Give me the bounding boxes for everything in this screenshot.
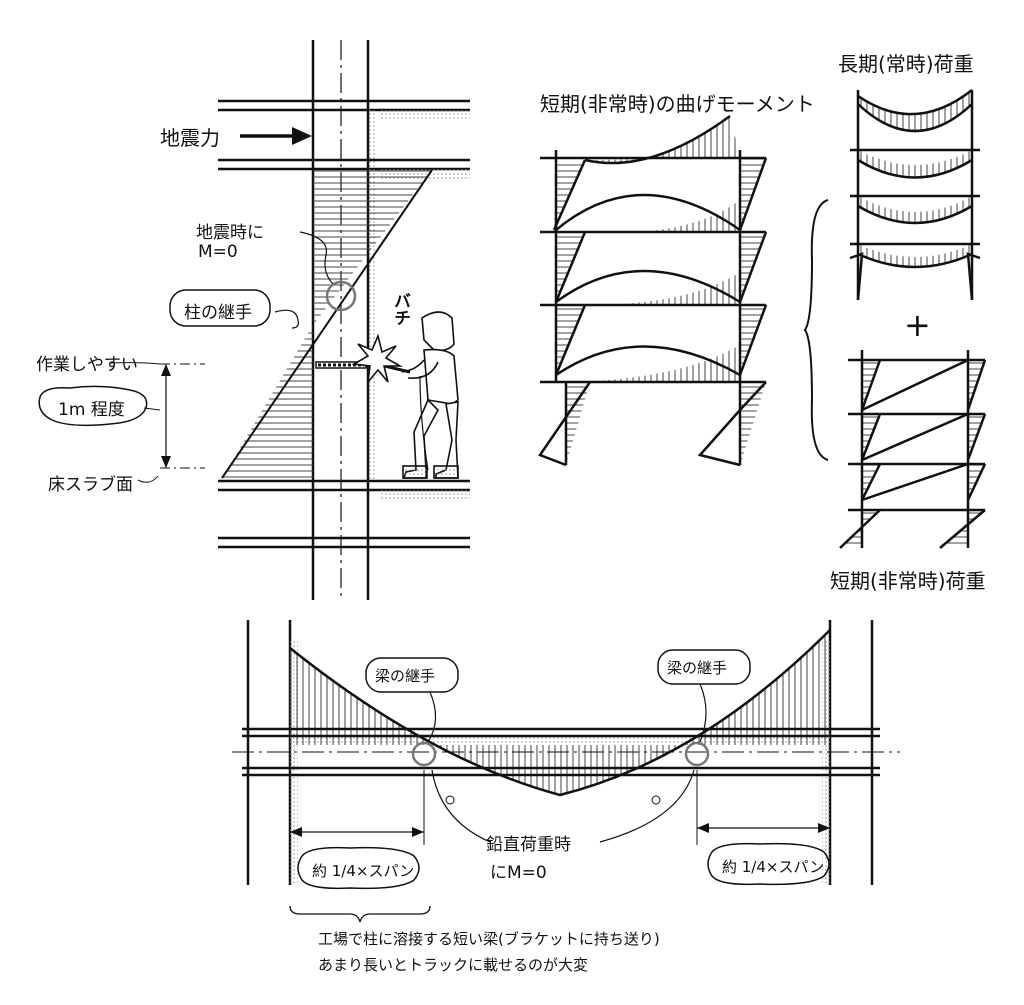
leader-line — [427, 691, 437, 743]
brace — [289, 905, 431, 923]
arrow-head — [292, 127, 312, 145]
zero-moment-circle — [325, 280, 357, 312]
callout-bubble — [297, 846, 420, 890]
brace — [803, 199, 829, 461]
height-label: 1m 程度 — [58, 400, 125, 420]
weld-spark — [351, 333, 404, 385]
frame-members — [540, 150, 766, 465]
short-term-load-label: 短期(非常時)荷重 — [830, 569, 986, 593]
frame-moment-hatch — [585, 116, 740, 164]
floor-slab-label: 床スラブ面 — [48, 475, 133, 495]
callout-bubble — [707, 842, 830, 886]
spark-sound-text: バチ — [390, 292, 410, 326]
leader-line — [431, 769, 491, 843]
span-label-left: 約 1/4×スパン — [312, 862, 415, 880]
beam-joint-label-right: 梁の継手 — [667, 659, 728, 677]
moment-line — [221, 169, 433, 479]
arrow-head — [412, 827, 424, 837]
beam-moment-hatch — [290, 630, 830, 795]
beam-joint-figure — [232, 620, 900, 923]
beam-shade — [290, 736, 830, 744]
floor-beams — [218, 99, 470, 549]
column-shade — [290, 640, 298, 885]
arrow-head — [161, 364, 171, 376]
zero-moment-label-line2: M=0 — [198, 242, 238, 262]
long-term-frame — [849, 89, 981, 301]
callout-bubble — [169, 289, 271, 327]
load-combination-figure — [803, 89, 987, 549]
column-shade — [368, 110, 376, 480]
welder-figure — [379, 311, 459, 479]
beam-shade — [380, 110, 470, 120]
span-label-right: 約 1/4×スパン — [722, 858, 825, 876]
zero-moment-circle — [411, 741, 437, 767]
arrow-head — [290, 827, 302, 837]
frame-moment-title: 短期(非常時)の曲げモーメント — [540, 92, 815, 116]
leader-mark — [445, 795, 455, 805]
easy-work-label: 作業しやすい — [36, 355, 138, 375]
arrow-head — [818, 823, 830, 833]
column-joint-label: 柱の継手 — [184, 303, 252, 323]
leader-line — [143, 407, 161, 411]
frame-moment-hatch — [585, 200, 740, 233]
long-term-load-label: 長期(常時)荷重 — [838, 52, 974, 76]
frame-moment-hatch — [566, 382, 590, 465]
bracket-note-line2: あまり長いとトラックに載せるのが大変 — [318, 956, 589, 974]
bracket-note-line1: 工場で柱に溶接する短い梁(ブラケットに持ち送り) — [318, 930, 660, 948]
leader-mark — [651, 795, 661, 805]
moment-curves — [538, 114, 768, 467]
column-shade — [822, 640, 830, 885]
zero-moment-circle — [684, 741, 710, 767]
arrow-head — [697, 823, 709, 833]
short-term-frame — [839, 350, 987, 549]
beam-shade — [380, 490, 470, 500]
column-joint-figure — [38, 40, 470, 600]
vertical-load-label-line2: にM=0 — [490, 863, 547, 883]
leader-line — [699, 683, 707, 743]
zero-moment-label-line1: 地震時に — [196, 223, 264, 243]
moment-diagram-upper — [313, 170, 432, 325]
leader-line — [137, 475, 159, 483]
beam-moment-curve — [289, 629, 831, 797]
leader-line — [299, 231, 334, 285]
leader-line — [599, 769, 695, 843]
seismic-force-label: 地震力 — [160, 126, 220, 150]
leader-line — [274, 309, 299, 329]
callout-bubble — [365, 657, 459, 693]
moment-diagram-lower — [222, 325, 313, 478]
plus-sign: + — [904, 306, 931, 344]
frame-moment-hatch — [585, 272, 740, 305]
frame-moment-figure — [538, 114, 768, 467]
vertical-load-label-line1: 鉛直荷重時 — [486, 835, 571, 855]
beam-joint-label-left: 梁の継手 — [375, 667, 436, 685]
leader-line — [109, 362, 161, 365]
frame-moment-hatch — [566, 345, 740, 382]
arrow-head — [161, 456, 171, 468]
callout-bubble — [657, 649, 751, 685]
